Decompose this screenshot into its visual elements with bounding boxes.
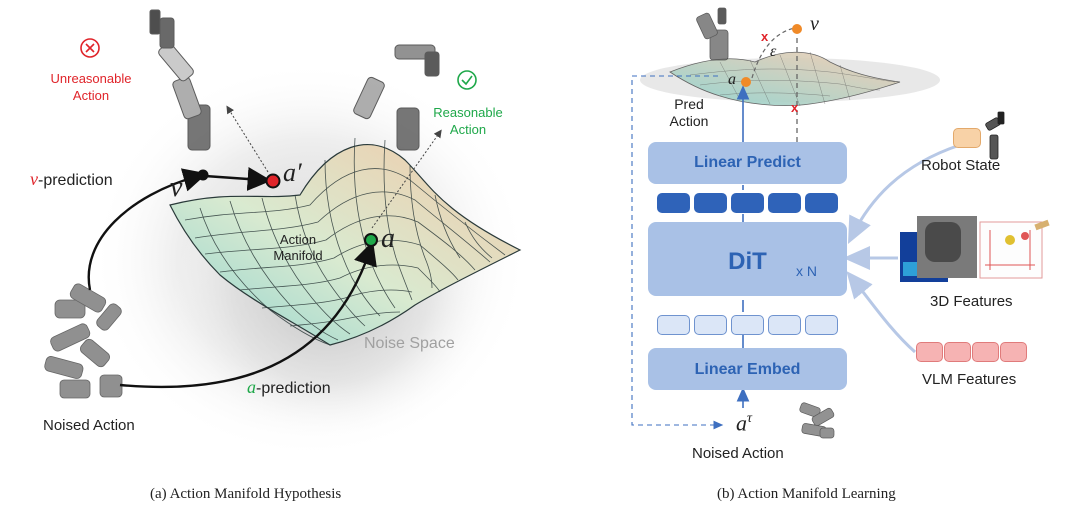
linear-predict-label: Linear Predict [694, 154, 801, 171]
noised-action-robot-cluster [44, 283, 123, 399]
linear-embed-label: Linear Embed [694, 361, 801, 378]
a-prediction-label: a-prediction [247, 378, 331, 397]
robot-state-label: Robot State [921, 157, 1001, 174]
light-token [731, 315, 764, 335]
a-prime-symbol: a′ [283, 158, 302, 187]
unreasonable-label-line1: Unreasonable [50, 71, 132, 86]
caption-a: (a) Action Manifold Hypothesis [150, 486, 342, 502]
noised-action-robot-icon [799, 402, 835, 439]
reasonable-robot-arm [353, 44, 440, 151]
pred-action-line2: Action [669, 113, 709, 129]
reasonable-action-label: Reasonable Action [428, 104, 508, 138]
linear-embed-block: Linear Embed [648, 348, 847, 390]
v-prediction-suffix: -prediction [38, 172, 113, 189]
dit-label: DiT [728, 248, 767, 275]
linear-predict-block: Linear Predict [648, 142, 847, 184]
reasonable-label-line2: Action [449, 122, 487, 137]
b-x-mark-top: x [761, 29, 769, 44]
b-epsilon-symbol: ε [770, 43, 777, 60]
pred-action-label: Pred Action [665, 96, 713, 130]
vlm-token [944, 342, 971, 362]
b-a-symbol: a [728, 71, 736, 88]
dark-token [657, 193, 690, 213]
pred-action-line1: Pred [674, 96, 704, 112]
noise-space-label: Noise Space [364, 335, 455, 352]
vlm-token [972, 342, 999, 362]
a-tau-symbol: aτ [736, 412, 752, 434]
reasonable-label-line1: Reasonable [433, 105, 503, 120]
vlm-features-arrow [846, 271, 916, 354]
a-prediction-arrow [119, 240, 377, 389]
caption-b: (b) Action Manifold Learning [717, 486, 896, 502]
dark-token [694, 193, 727, 213]
light-token [768, 315, 801, 335]
a-prediction-suffix: -prediction [256, 380, 331, 397]
v-dot [792, 24, 802, 34]
3d-features-label: 3D Features [930, 293, 1013, 310]
b-x-mark-bottom: x [791, 100, 799, 115]
a-prediction-prefix: a [247, 377, 256, 397]
v-symbol: v [170, 172, 183, 203]
v-point [197, 169, 209, 181]
v-prediction-prefix: v [30, 169, 38, 189]
v-prediction-arrow [87, 168, 208, 291]
manifold-label-line1: Action [279, 232, 317, 247]
vlm-token [916, 342, 943, 362]
a-prime-point [265, 173, 281, 189]
v-to-aprime-arrow [204, 167, 272, 191]
pred-manifold [640, 51, 940, 107]
a-tau-superscript: τ [747, 411, 753, 426]
feedback-dashed-loop [631, 75, 724, 430]
dit-block: DiT x N [648, 222, 847, 296]
noised-action-label-b: Noised Action [692, 445, 784, 462]
unreasonable-action-label: Unreasonable Action [50, 70, 132, 104]
light-token [657, 315, 690, 335]
manifold-label-line2: Manifold [273, 248, 323, 263]
a-point [364, 233, 378, 247]
top-robot-icon [696, 7, 729, 61]
dark-token [805, 193, 838, 213]
3d-features-images [900, 216, 1050, 282]
robot-state-robot-icon [985, 111, 1005, 160]
action-manifold-label: Action Manifold [268, 232, 328, 264]
pred-a-dot [741, 77, 751, 87]
unreasonable-label-line2: Action [72, 88, 110, 103]
dit-multiplier: x N [796, 263, 817, 279]
dark-token [768, 193, 801, 213]
epsilon-arc [751, 27, 796, 79]
unreasonable-x-icon [80, 38, 100, 58]
action-manifold-surface [169, 137, 522, 346]
aprime-dotted-pointer [226, 105, 269, 173]
robot-state-arrow [847, 143, 961, 245]
light-token [805, 315, 838, 335]
reasonable-check-icon [457, 70, 477, 90]
robot-state-token [953, 128, 981, 148]
b-v-symbol: v [810, 13, 819, 35]
vlm-features-label: VLM Features [922, 371, 1017, 388]
v-prediction-label: v-prediction [30, 170, 113, 189]
a-tau-base: a [736, 410, 747, 436]
dark-token [731, 193, 764, 213]
unreasonable-robot-arm [149, 9, 211, 151]
noised-action-label-a: Noised Action [43, 417, 135, 434]
light-token [694, 315, 727, 335]
a-symbol: a [381, 223, 395, 254]
vlm-token [1000, 342, 1027, 362]
